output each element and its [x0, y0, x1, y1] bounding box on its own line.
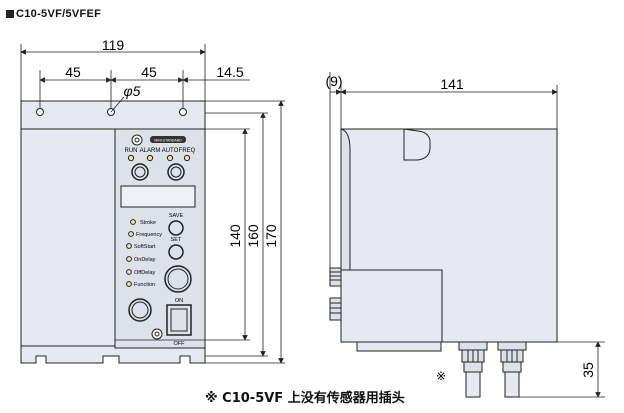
dim-hole-pitch-left: 45 [65, 64, 81, 80]
panel-badge [150, 136, 186, 143]
dim-panel-height: 140 [227, 224, 243, 248]
save-label: SAVE [169, 213, 184, 219]
led-alarm [146, 154, 154, 162]
dim-front-width: 119 [102, 37, 125, 53]
save-button[interactable] [168, 220, 184, 236]
side-note-mark: ※ [436, 369, 446, 383]
connector-left [458, 341, 488, 398]
knob-right [167, 163, 185, 181]
led-freq [183, 154, 191, 162]
side-lower-section [340, 269, 443, 343]
mode-led-frequency [128, 231, 134, 237]
connector-right [497, 341, 527, 398]
mounting-hole-right [179, 108, 187, 116]
indicator-label-run: RUN [125, 148, 138, 154]
dim-edge-offset: 14.5 [216, 64, 243, 80]
footnote: ※ C10-5VF 上没有传感器用插头 [205, 391, 405, 406]
side-knob-upper [329, 267, 342, 287]
dim-side-depth: 141 [440, 76, 464, 92]
knob-left [131, 163, 149, 181]
set-button[interactable] [168, 244, 184, 260]
panel-screw-bottom [151, 328, 163, 340]
mode-label-stroke: Stroke [140, 220, 156, 226]
indicator-label-alarm: ALARM [140, 148, 161, 154]
display-window [120, 185, 196, 208]
dim-hole-diameter: φ5 [124, 83, 141, 99]
dim-body-height: 160 [245, 224, 261, 248]
mode-led-softstart [126, 243, 132, 249]
mode-label-ondelay: OnDelay [134, 257, 156, 263]
front-dimensions [20, 44, 285, 364]
mode-label-softstart: SoftStart [134, 244, 156, 250]
mode-label-function: Function [134, 282, 155, 288]
switch-on-label: ON [175, 298, 183, 304]
set-label: SET [171, 237, 182, 243]
bottom-flange [20, 345, 206, 364]
diagram-title: C10-5VF/5VFEF [6, 8, 101, 20]
led-run [127, 154, 135, 162]
front-view: MINI-STANDARD RUN ALARM AUTO FREQ Stroke… [20, 100, 206, 364]
mode-label-offdelay: OffDelay [134, 270, 156, 276]
mode-label-frequency: Frequency [136, 232, 162, 238]
indicator-label-auto: AUTO [162, 148, 179, 154]
mode-led-offdelay [126, 269, 132, 275]
mounting-hole-left [36, 108, 44, 116]
title-text: C10-5VF/5VFEF [16, 8, 102, 20]
dim-connector-height: 35 [580, 362, 596, 378]
indicator-label-freq: FREQ [179, 148, 196, 154]
switch-off-label: OFF [174, 341, 186, 347]
side-knob-lower [329, 297, 342, 321]
side-view [329, 128, 558, 398]
dim-total-height: 170 [263, 224, 279, 248]
mode-led-stroke [130, 219, 136, 225]
mode-list: Stroke Frequency SoftStart OnDelay OffDe… [126, 219, 162, 288]
adjust-knob[interactable] [164, 265, 192, 293]
panel-badge-text: MINI-STANDARD [154, 139, 182, 143]
title-square-icon [6, 10, 14, 18]
led-auto [166, 154, 174, 162]
side-bottom-rail [356, 341, 442, 352]
mode-led-ondelay [126, 256, 132, 262]
side-dimensions [329, 72, 605, 398]
dim-side-offset: (9) [325, 73, 342, 89]
panel-screw-top [131, 134, 143, 146]
side-hinge [403, 128, 431, 161]
dim-hole-pitch-right: 45 [141, 64, 157, 80]
mode-led-function [126, 281, 132, 287]
